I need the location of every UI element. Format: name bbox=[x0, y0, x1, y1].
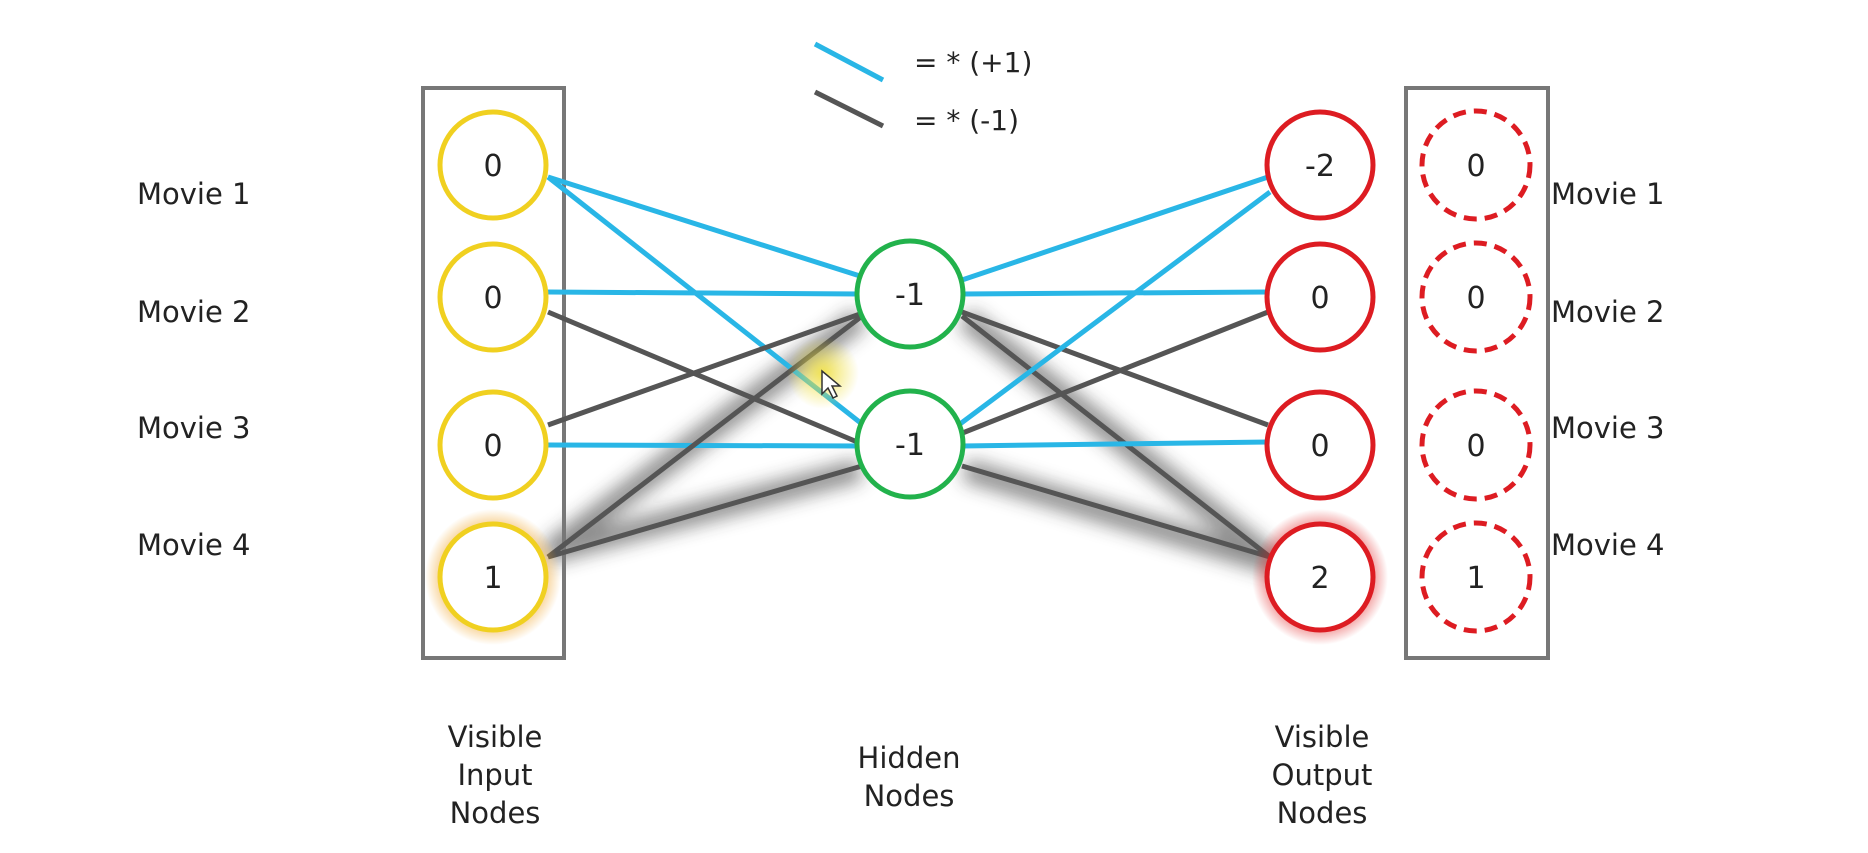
input-node-value: 0 bbox=[483, 149, 502, 184]
input-box bbox=[421, 86, 566, 660]
output-nodes: -2 0 0 2 bbox=[1264, 109, 1376, 633]
edge-positive bbox=[961, 174, 1269, 283]
legend-negative-text: = * (-1) bbox=[914, 104, 1019, 137]
movie-label: Movie 4 bbox=[1551, 528, 1665, 562]
input-nodes: 0 0 0 1 bbox=[437, 109, 549, 633]
edge-positive bbox=[961, 439, 1269, 449]
edge-positive bbox=[547, 289, 861, 297]
movie-label: Movie 3 bbox=[1551, 411, 1665, 445]
edge-positive bbox=[547, 174, 861, 279]
input-node: 0 bbox=[437, 389, 549, 501]
caption-line: Nodes bbox=[1277, 796, 1368, 830]
output-node: 2 bbox=[1264, 521, 1376, 633]
target-node: 0 bbox=[1419, 388, 1533, 502]
target-node: 1 bbox=[1419, 520, 1533, 634]
edge-negative bbox=[547, 463, 863, 560]
input-node: 0 bbox=[437, 109, 549, 221]
input-node-value: 0 bbox=[483, 429, 502, 464]
legend-positive-text: = * (+1) bbox=[914, 46, 1032, 79]
target-node-value: 0 bbox=[1466, 281, 1485, 316]
output-node-value: 0 bbox=[1310, 281, 1329, 316]
output-node-value: 0 bbox=[1310, 429, 1329, 464]
movie-label: Movie 3 bbox=[137, 411, 251, 445]
target-box bbox=[1404, 86, 1550, 660]
caption-line: Visible bbox=[1275, 720, 1370, 754]
cursor-arrow-icon bbox=[821, 369, 843, 400]
hidden-node-value: -1 bbox=[895, 278, 925, 313]
edge-negative bbox=[547, 311, 861, 428]
target-node: 0 bbox=[1419, 240, 1533, 354]
movie-label: Movie 4 bbox=[137, 528, 251, 562]
hidden-nodes: -1 -1 bbox=[854, 238, 966, 500]
legend-positive-line bbox=[813, 41, 885, 83]
edge-negative bbox=[961, 309, 1269, 428]
movie-label: Movie 1 bbox=[137, 177, 251, 211]
caption-line: Output bbox=[1272, 758, 1373, 792]
movie-labels-left: Movie 1 Movie 2 Movie 3 Movie 4 bbox=[137, 177, 251, 562]
edge-negative bbox=[959, 309, 1269, 437]
input-node: 1 bbox=[437, 521, 549, 633]
target-node-value: 0 bbox=[1466, 429, 1485, 464]
edge-negative bbox=[960, 314, 1272, 559]
edge-negative bbox=[547, 309, 863, 447]
target-node: 0 bbox=[1419, 108, 1533, 222]
output-node: 0 bbox=[1264, 241, 1376, 353]
target-node-value: 0 bbox=[1466, 149, 1485, 184]
legend-negative-line bbox=[813, 89, 885, 129]
caption-output: Visible Output Nodes bbox=[1272, 720, 1373, 830]
movie-label: Movie 1 bbox=[1551, 177, 1665, 211]
caption-line: Hidden bbox=[858, 741, 961, 775]
hidden-node-value: -1 bbox=[895, 428, 925, 463]
hidden-node: -1 bbox=[854, 238, 966, 350]
caption-hidden: Hidden Nodes bbox=[858, 741, 961, 813]
input-node: 0 bbox=[437, 241, 549, 353]
movie-label: Movie 2 bbox=[1551, 295, 1665, 329]
target-node-value: 1 bbox=[1466, 561, 1485, 596]
mouse-cursor bbox=[787, 337, 859, 409]
hidden-node: -1 bbox=[854, 388, 966, 500]
target-nodes: 0 0 0 1 bbox=[1419, 108, 1533, 634]
input-node-value: 0 bbox=[483, 281, 502, 316]
caption-line: Input bbox=[457, 758, 532, 792]
caption-line: Visible bbox=[448, 720, 543, 754]
edge-positive bbox=[547, 442, 861, 449]
edge-positive bbox=[961, 289, 1269, 297]
output-node-value: -2 bbox=[1305, 149, 1335, 184]
input-node-value: 1 bbox=[483, 561, 502, 596]
output-node: -2 bbox=[1264, 109, 1376, 221]
edge-negative bbox=[961, 463, 1271, 560]
output-node: 0 bbox=[1264, 389, 1376, 501]
movie-labels-right: Movie 1 Movie 2 Movie 3 Movie 4 bbox=[1551, 177, 1665, 562]
caption-line: Nodes bbox=[450, 796, 541, 830]
legend: = * (+1) = * (-1) bbox=[813, 41, 1032, 137]
caption-line: Nodes bbox=[864, 779, 955, 813]
output-node-value: 2 bbox=[1310, 561, 1329, 596]
caption-input: Visible Input Nodes bbox=[448, 720, 543, 830]
movie-label: Movie 2 bbox=[137, 295, 251, 329]
edges bbox=[546, 174, 1272, 560]
edge-positive bbox=[958, 189, 1272, 427]
